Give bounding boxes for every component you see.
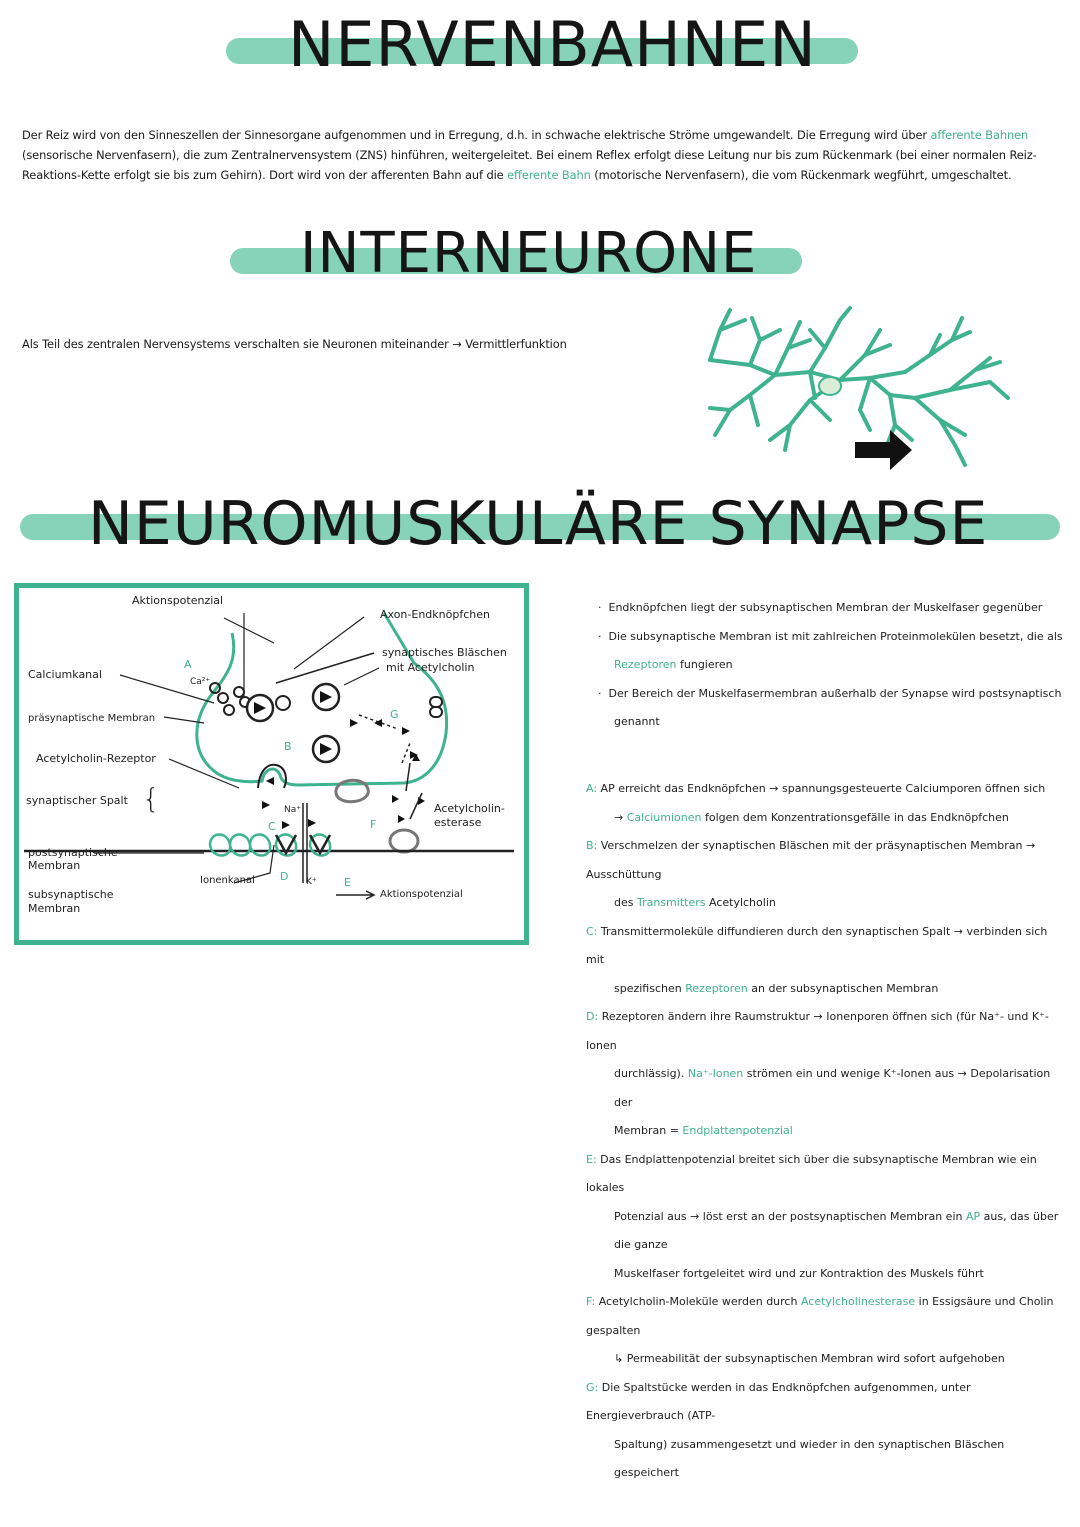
label-acetylcholin-rezeptor: Acetylcholin-Rezeptor: [36, 752, 156, 765]
spalt-brace: {: [142, 782, 160, 815]
label-k: K⁺: [306, 877, 317, 887]
label-esterase-1: Acetylcholin-: [434, 802, 505, 815]
step-g: G: Die Spaltstücke werden in das Endknöp…: [586, 1380, 971, 1423]
paragraph-nervenbahnen: Der Reiz wird von den Sinneszellen der S…: [22, 128, 1037, 182]
synapse-diagram: Aktionspotenzial Axon-Endknöpfchen synap…: [14, 583, 529, 945]
step-f: F: Acetylcholin-Moleküle werden durch Ac…: [586, 1295, 1054, 1337]
label-subsynaptische-2: Membran: [28, 902, 81, 915]
label-subsynaptische-1: subsynaptische: [28, 888, 114, 901]
label-ionenkanal: Ionenkanal: [200, 875, 255, 886]
label-postsynaptische-1: postsynaptische: [28, 846, 118, 859]
highlight-efferente-bahn: efferente Bahn: [507, 168, 591, 182]
label-esterase-2: esterase: [434, 816, 482, 829]
label-na: Na⁺: [284, 805, 301, 815]
title-highlight-synapse: [20, 514, 1060, 540]
title-nervenbahnen: NERVENBAHNEN: [288, 8, 817, 81]
title-highlight-interneurone: [230, 248, 802, 274]
paragraph-interneurone: Als Teil des zentralen Nervensystems ver…: [22, 337, 567, 351]
letter-g: G: [390, 708, 399, 721]
letter-c: C: [268, 820, 276, 833]
letter-f: F: [370, 818, 377, 831]
label-aktionspotenzial-bottom: Aktionspotenzial: [380, 889, 463, 900]
letter-b: B: [284, 740, 292, 753]
synapse-drawing: [14, 583, 529, 945]
title-neuromuskulaere-synapse: NEUROMUSKULÄRE SYNAPSE: [88, 489, 989, 559]
step-e: E: Das Endplattenpotenzial breitet sich …: [586, 1152, 1037, 1195]
label-praesynaptische-membran: präsynaptische Membran: [28, 713, 156, 724]
label-aktionspotenzial-top: Aktionspotenzial: [132, 594, 224, 607]
label-blaeschen-2: mit Acetylcholin: [386, 661, 475, 674]
title-highlight-nervenbahnen: [226, 38, 858, 64]
step-c: C: Transmittermoleküle diffundieren durc…: [586, 924, 1048, 967]
synapse-steps: A: AP erreicht das Endknöpfchen → spannu…: [586, 775, 1068, 1488]
letter-e: E: [344, 876, 351, 889]
label-ca: Ca²⁺: [190, 677, 211, 687]
bullet-2: · Die subsynaptische Membran ist mit zah…: [598, 629, 1063, 643]
letter-d: D: [280, 870, 289, 883]
label-calciumkanal: Calciumkanal: [28, 668, 102, 681]
label-blaeschen-1: synaptisches Bläschen: [382, 646, 507, 659]
interneuron-drawing: [708, 306, 1010, 470]
letter-a: A: [184, 658, 192, 671]
bullet-1: · Endknöpfchen liegt der subsynaptischen…: [598, 601, 1043, 614]
bullet-3: · Der Bereich der Muskelfasermembran auß…: [598, 686, 1062, 700]
highlight-afferente-bahnen: afferente Bahnen: [930, 128, 1029, 142]
step-b: B: Verschmelzen der synaptischen Bläsche…: [586, 839, 1036, 881]
step-a: A: AP erreicht das Endknöpfchen → spannu…: [586, 782, 1046, 795]
synapse-bullets: · Endknöpfchen liegt der subsynaptischen…: [598, 594, 1068, 737]
label-postsynaptische-2: Membran: [28, 859, 81, 872]
label-synaptischer-spalt: synaptischer Spalt: [26, 794, 128, 807]
title-interneurone: INTERNEURONE: [300, 221, 758, 286]
label-axon-endknoepfchen: Axon-Endknöpfchen: [380, 608, 490, 621]
step-d: D: Rezeptoren ändern ihre Raumstruktur →…: [586, 1010, 1049, 1052]
